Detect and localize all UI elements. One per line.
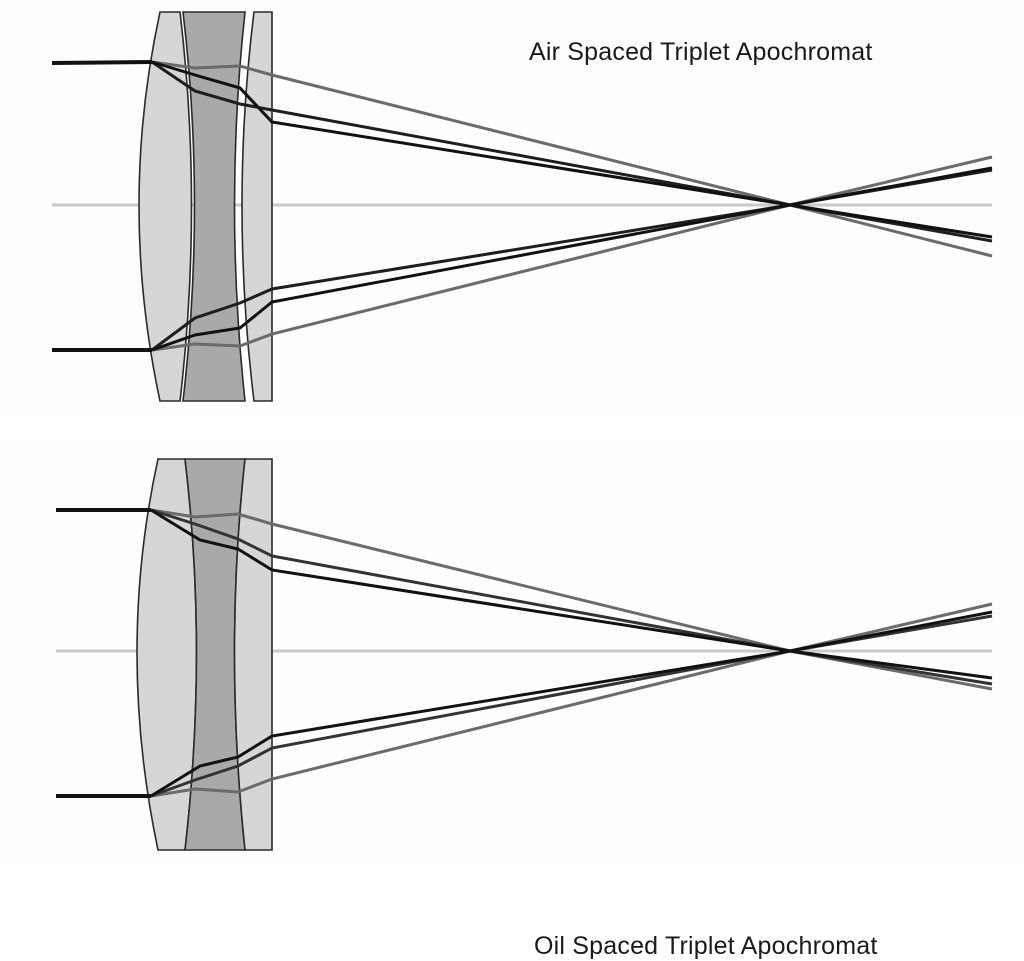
lower-ray-dark [151,166,993,352]
upper-ray-light [151,60,993,258]
diagram-title-air: Air Spaced Triplet Apochromat [529,38,873,66]
oil-spaced-triplet-diagram: Oil Spaced Triplet Apochromat [0,446,1024,960]
diagram-title-oil: Oil Spaced Triplet Apochromat [534,932,878,960]
air-spaced-diagram-svg [51,11,993,402]
lower-ray-light [150,602,993,798]
front-convex-lens [138,11,193,402]
air-spaced-triplet-diagram: Air Spaced Triplet Apochromat [0,0,1024,414]
oil-spaced-diagram-svg [56,458,993,851]
upper-ray-dark [151,60,993,239]
lower-ray-light [151,155,993,352]
incoming-ray-upper [51,60,153,65]
middle-concave-lens [182,11,246,402]
upper-ray-dark [150,508,993,680]
lower-ray-dark [150,610,993,798]
